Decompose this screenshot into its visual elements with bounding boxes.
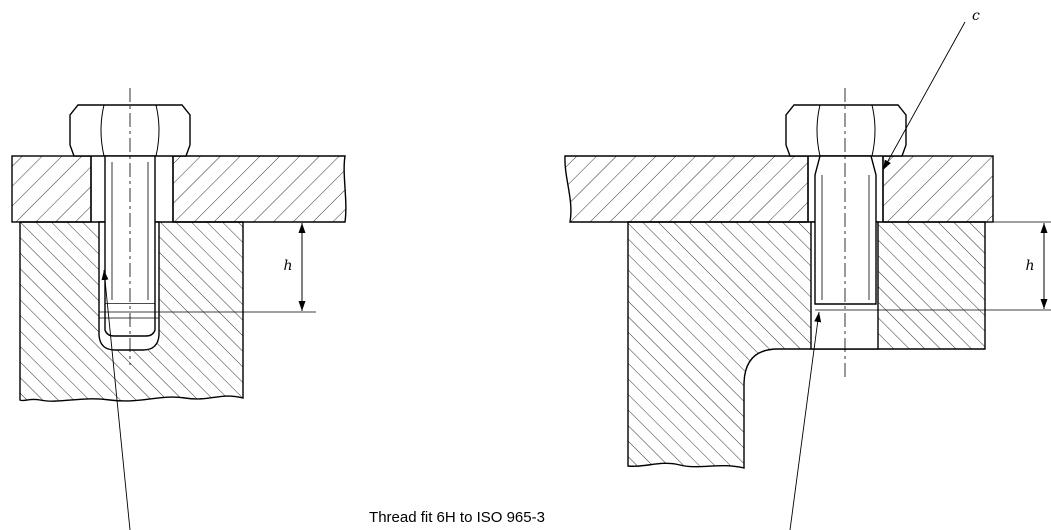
left-assembly [11, 88, 347, 530]
right-leader-line [789, 311, 822, 530]
label-c: c [972, 8, 980, 24]
right-assembly [564, 21, 1051, 530]
right-plate-left-segment [564, 155, 809, 223]
right-bolt-shank [814, 155, 877, 305]
right-dimension-h-label: h [1025, 258, 1034, 274]
right-leader-c [882, 21, 966, 171]
left-leader-line [101, 269, 131, 530]
left-plate-left-segment [11, 155, 92, 223]
right-bolt-head [785, 104, 907, 157]
left-dimension-h-label: h [283, 258, 292, 274]
left-plate-right-segment [172, 155, 347, 223]
right-base-part [627, 221, 986, 469]
thread-fit-caption: Thread fit 6H to ISO 965-3 [369, 509, 545, 526]
right-plate-right-segment [882, 155, 994, 223]
left-bolt-head [69, 104, 191, 157]
